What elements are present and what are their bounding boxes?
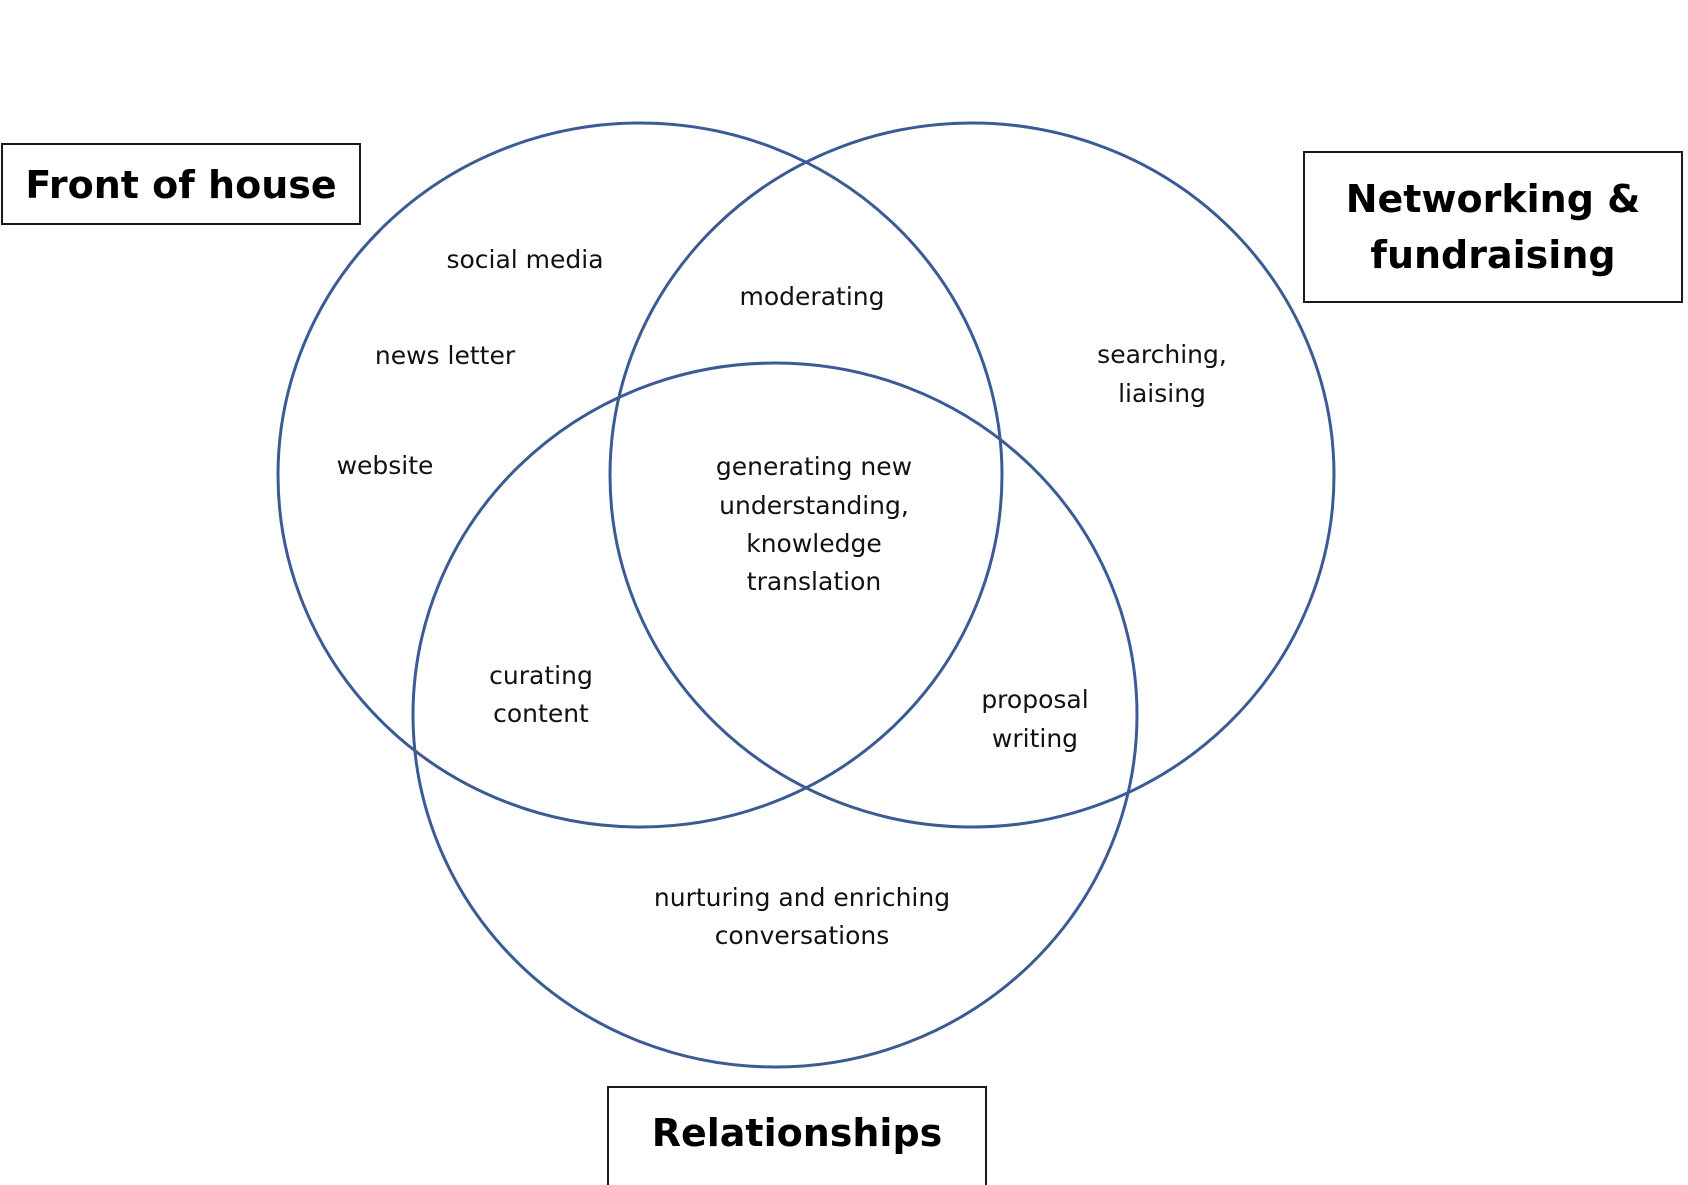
item-nurturing: nurturing and enriching: [654, 883, 950, 912]
item-content: content: [493, 699, 589, 728]
item-liaising: liaising: [1118, 379, 1206, 408]
item-writing: writing: [992, 724, 1078, 753]
label-box-front-of-house: Front of house: [1, 143, 361, 225]
center-line-3: knowledge: [746, 529, 882, 558]
circle-front-of-house: [276, 121, 1004, 829]
relationships-title: Relationships: [652, 1111, 943, 1155]
networking-title-line1: Networking &: [1346, 177, 1641, 221]
item-searching: searching,: [1097, 340, 1227, 369]
circle-relationships: [411, 361, 1139, 1069]
item-curating: curating: [489, 661, 593, 690]
item-website: website: [337, 451, 434, 480]
item-news-letter: news letter: [375, 341, 516, 370]
label-box-networking-fundraising: Networking & fundraising: [1303, 151, 1683, 303]
center-line-4: translation: [747, 567, 881, 596]
item-moderating: moderating: [740, 282, 885, 311]
item-proposal: proposal: [981, 685, 1088, 714]
circle-networking-fundraising: [608, 121, 1336, 829]
item-conversations: conversations: [715, 921, 890, 950]
center-line-2: understanding,: [719, 491, 909, 520]
item-social-media: social media: [446, 245, 603, 274]
front-of-house-title: Front of house: [25, 163, 336, 207]
label-box-relationships: Relationships: [607, 1086, 987, 1185]
networking-title-line2: fundraising: [1370, 233, 1615, 277]
center-line-1: generating new: [716, 452, 912, 481]
